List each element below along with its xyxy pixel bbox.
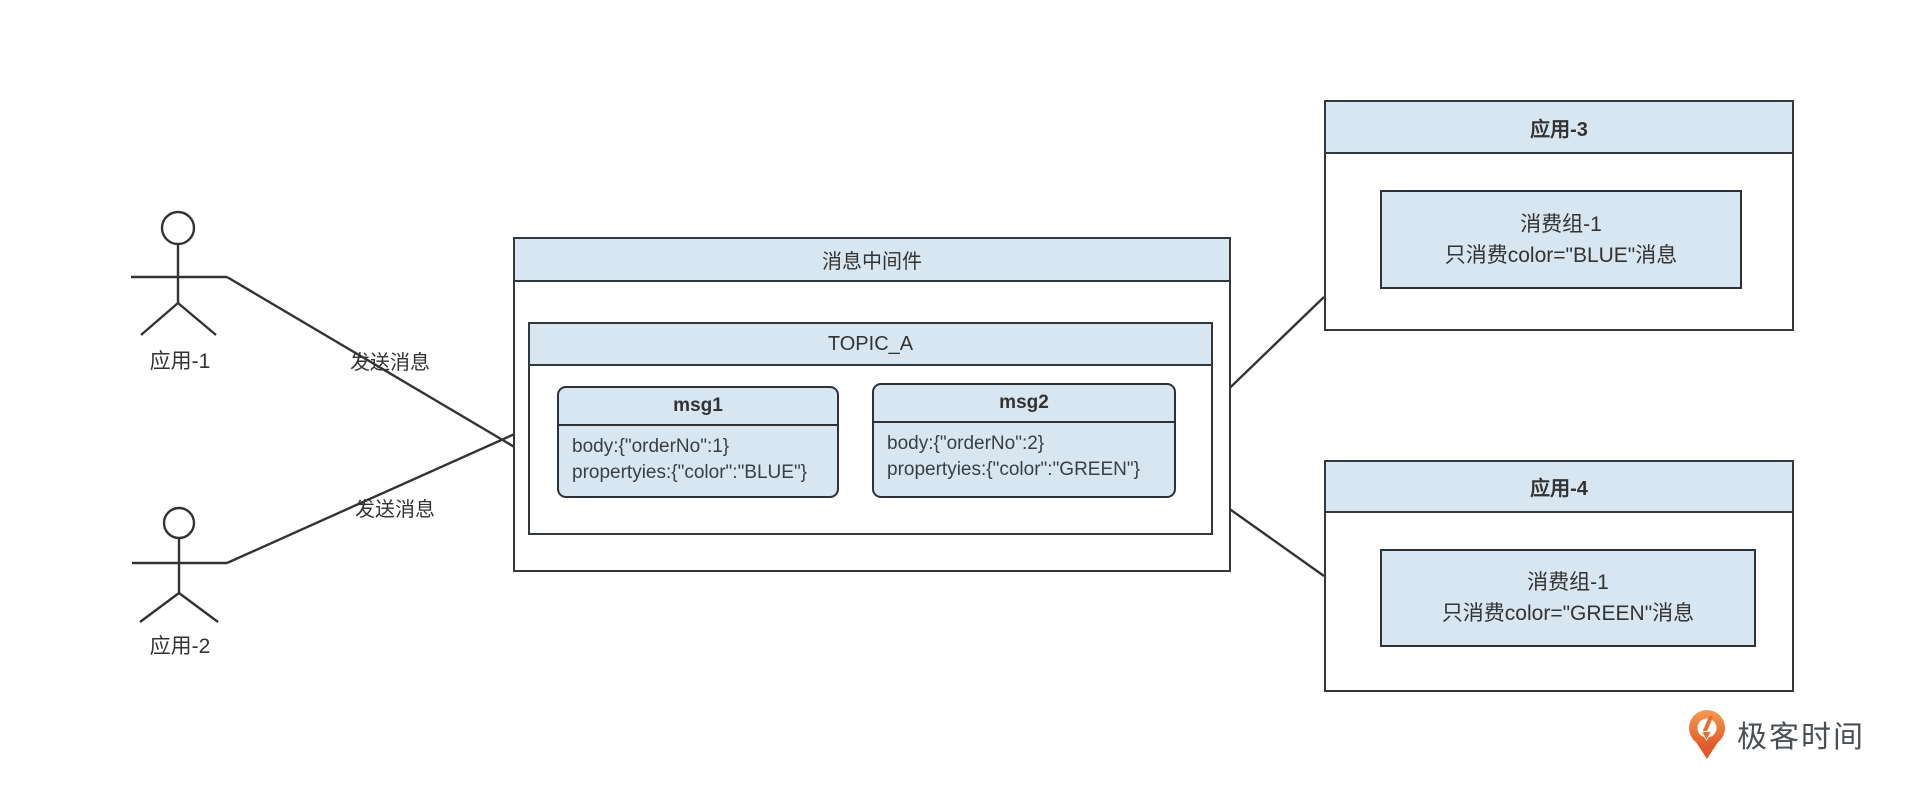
msg2-body-line: body:{"orderNo":2}	[887, 433, 1045, 454]
msg1-body-line: body:{"orderNo":1}	[572, 436, 730, 457]
msg2-body: body:{"orderNo":2} propertyies:{"color":…	[874, 423, 1174, 483]
app3-group-rule: 只消费color="BLUE"消息	[1444, 243, 1678, 267]
msg1-title: msg1	[559, 388, 837, 426]
msg2-properties-line: propertyies:{"color":"GREEN"}	[887, 459, 1140, 480]
actor2-right-leg	[178, 592, 219, 623]
topic-a-box: TOPIC_A msg1 body:{"orderNo":1} property…	[528, 322, 1213, 535]
app4-group-rule: 只消费color="GREEN"消息	[1441, 602, 1695, 625]
msg1-properties-line: propertyies:{"color":"BLUE"}	[572, 462, 808, 483]
topic-a-title: TOPIC_A	[530, 324, 1211, 366]
msg2-card: msg2 body:{"orderNo":2} propertyies:{"co…	[872, 383, 1176, 498]
actor2-label: 应用-2	[149, 635, 211, 658]
actor2-head	[162, 506, 196, 540]
stick-figure-icon	[132, 506, 227, 623]
actor1-label: 应用-1	[149, 350, 211, 373]
actor2-left-leg	[139, 592, 180, 623]
app3-consumer-group-box: 消费组-1 只消费color="BLUE"消息	[1380, 190, 1742, 289]
send-label-2: 发送消息	[355, 499, 435, 521]
geektime-logo-text: 极客时间	[1737, 721, 1865, 754]
stick-figure-icon	[131, 210, 227, 336]
msg2-title: msg2	[874, 385, 1174, 423]
middleware-box: 消息中间件 TOPIC_A msg1 body:{"orderNo":1} pr…	[513, 237, 1231, 572]
app4-group-name: 消费组-1	[1527, 571, 1609, 594]
app4-consumer-group-box: 消费组-1 只消费color="GREEN"消息	[1380, 549, 1756, 647]
send-label-1: 发送消息	[350, 352, 430, 374]
app3-group-name: 消费组-1	[1520, 212, 1602, 236]
msg1-card: msg1 body:{"orderNo":1} propertyies:{"co…	[557, 386, 839, 498]
app4-box: 应用-4 消费组-1 只消费color="GREEN"消息	[1324, 460, 1794, 692]
geektime-logo: 极客时间	[1686, 706, 1865, 762]
app3-box: 应用-3 消费组-1 只消费color="BLUE"消息	[1324, 100, 1794, 331]
app4-title: 应用-4	[1326, 462, 1792, 513]
app3-title: 应用-3	[1326, 102, 1792, 154]
middleware-title: 消息中间件	[515, 239, 1229, 282]
actor1-left-leg	[140, 302, 179, 336]
geektime-pin-icon	[1689, 710, 1725, 759]
actor1-right-leg	[177, 302, 217, 336]
msg1-body: body:{"orderNo":1} propertyies:{"color":…	[559, 426, 837, 486]
actor1-head	[160, 210, 196, 246]
